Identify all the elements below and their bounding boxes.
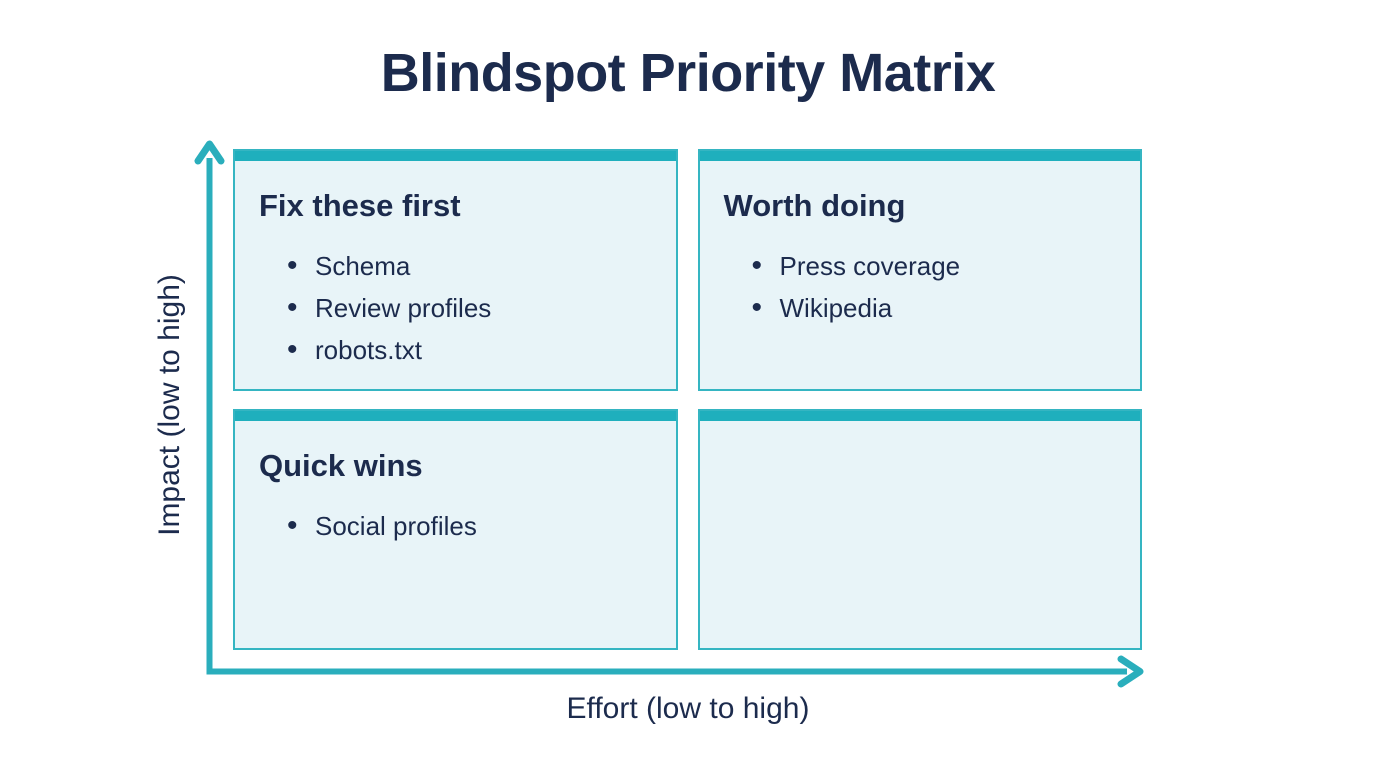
quadrant-item-list: Social profiles bbox=[283, 505, 652, 547]
quadrant-content: Fix these first Schema Review profiles r… bbox=[235, 161, 676, 371]
quadrant-empty bbox=[697, 408, 1142, 650]
quadrant-heading: Quick wins bbox=[259, 447, 423, 483]
list-item: Review profiles bbox=[283, 287, 652, 329]
list-item: robots.txt bbox=[283, 329, 652, 371]
quadrant-heading: Fix these first bbox=[259, 188, 461, 223]
list-item: Social profiles bbox=[283, 505, 652, 547]
quadrant-grid: Fix these first Schema Review profiles r… bbox=[233, 149, 1142, 650]
quadrant-item-list: Schema Review profiles robots.txt bbox=[283, 245, 652, 371]
quadrant-content bbox=[700, 421, 1141, 449]
list-item: Schema bbox=[283, 245, 652, 287]
quadrant-top-bar bbox=[235, 151, 676, 161]
quadrant-quick-wins: Quick wins Social profiles bbox=[233, 408, 678, 650]
quadrant-item-list: Press coverage Wikipedia bbox=[748, 245, 1117, 329]
list-item: Press coverage bbox=[748, 245, 1117, 287]
page-title: Blindspot Priority Matrix bbox=[380, 43, 996, 103]
x-axis-label: Effort (low to high) bbox=[566, 692, 810, 725]
list-item: Wikipedia bbox=[748, 287, 1117, 329]
quadrant-worth-doing: Worth doing Press coverage Wikipedia bbox=[697, 149, 1142, 391]
quadrant-heading: Worth doing bbox=[723, 188, 906, 223]
quadrant-content: Worth doing Press coverage Wikipedia bbox=[700, 161, 1141, 329]
x-axis-arrow-icon bbox=[1117, 655, 1144, 688]
y-axis-label: Impact (low to high) bbox=[153, 274, 186, 536]
quadrant-top-bar bbox=[699, 151, 1140, 161]
y-axis-arrow-icon bbox=[194, 140, 225, 165]
quadrant-top-bar bbox=[235, 410, 676, 421]
quadrant-content: Quick wins Social profiles bbox=[235, 421, 676, 547]
quadrant-top-bar bbox=[699, 410, 1140, 421]
quadrant-fix-these-first: Fix these first Schema Review profiles r… bbox=[233, 149, 678, 391]
